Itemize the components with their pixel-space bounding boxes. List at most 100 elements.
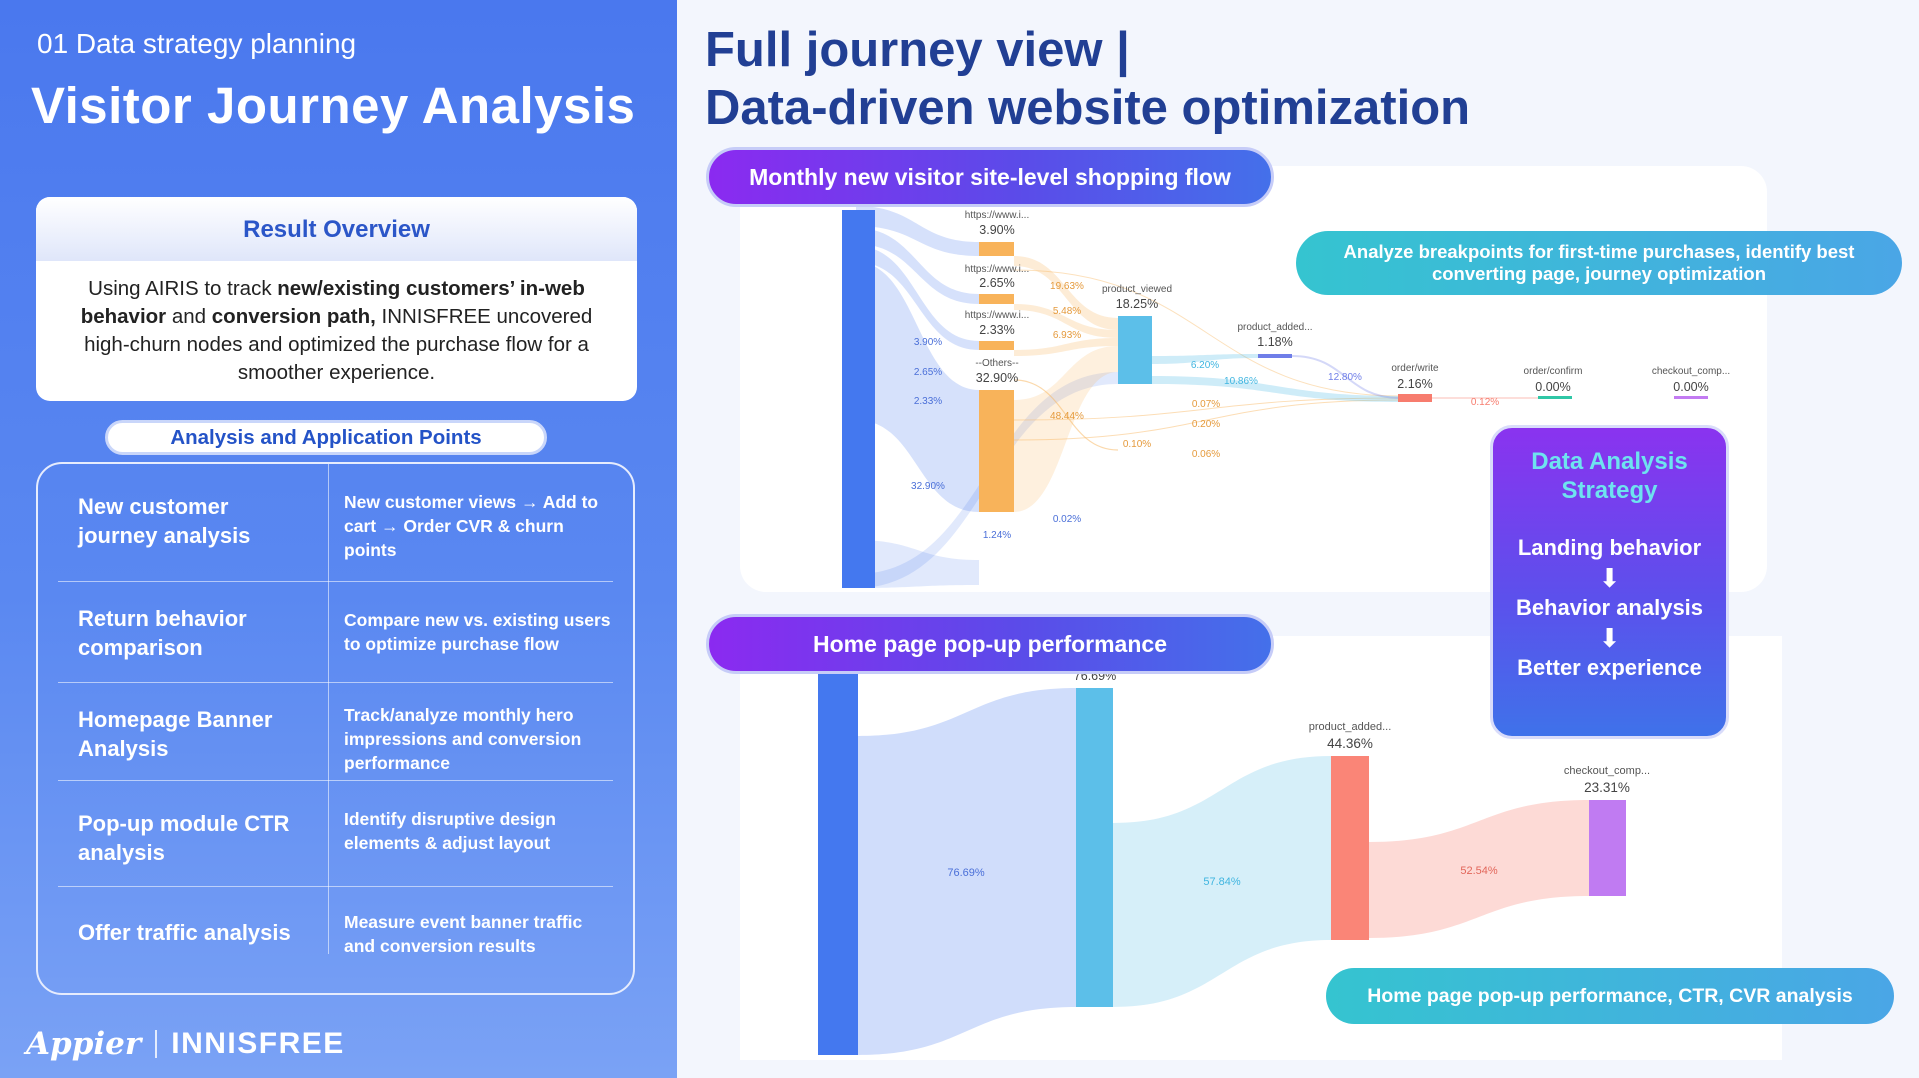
point-name: Pop-up module CTR analysis — [78, 811, 290, 865]
node-label: product_added... — [1309, 721, 1392, 733]
point-desc: Measure event banner traffic and convers… — [344, 912, 583, 956]
link-label: 32.90% — [911, 481, 945, 492]
point-desc: Identify disruptive design elements & ad… — [344, 809, 556, 853]
point-name: New customer journey analysis — [78, 494, 251, 548]
flow-band — [1014, 338, 1118, 356]
source-node — [842, 210, 875, 588]
flow-band — [856, 246, 979, 350]
node-label: https://www.i... — [965, 310, 1029, 321]
node-label: order/confirm — [1524, 366, 1583, 377]
link-label: 52.54% — [1460, 865, 1498, 877]
page-node — [979, 242, 1014, 256]
order-confirm-node — [1538, 396, 1572, 399]
node-label: https://www.i... — [965, 264, 1029, 275]
order-write-node — [1398, 394, 1432, 402]
flow-band — [856, 540, 979, 588]
node-label: order/write — [1391, 363, 1439, 374]
link-label: 6.93% — [1053, 330, 1081, 341]
points-heading: Analysis and Application Points — [105, 420, 547, 455]
result-text: and — [166, 305, 212, 328]
checkout-node — [1589, 800, 1626, 896]
result-overview-heading: Result Overview — [36, 197, 637, 261]
strategy-step: Better experience — [1517, 655, 1702, 680]
chart2-insight-pill: Home page pop-up performance, CTR, CVR a… — [1326, 968, 1894, 1024]
source-node — [818, 670, 858, 1055]
table-column-divider — [328, 464, 329, 954]
result-text-bold: new/existing customers’ in-web behavior — [80, 277, 585, 328]
node-value: 44.36% — [1327, 736, 1373, 751]
flow-band — [1014, 256, 1118, 330]
arrow-down-icon: ⬇ — [1598, 563, 1621, 593]
chart2-title-pill: Home page pop-up performance — [706, 614, 1274, 674]
node-label: https://www.i... — [965, 210, 1029, 221]
innisfree-logo: INNISFREE — [171, 1027, 345, 1060]
node-label: checkout_comp... — [1564, 765, 1650, 777]
page-node — [979, 390, 1014, 512]
page-node — [979, 294, 1014, 304]
row-divider — [58, 780, 613, 781]
point-desc: New customer views → Add to cart → Order… — [344, 492, 599, 560]
page-node — [979, 341, 1014, 350]
flow-line — [1013, 379, 1119, 451]
node-value: 0.00% — [1535, 380, 1570, 394]
flow-band — [856, 262, 979, 512]
node-value: 23.31% — [1584, 780, 1630, 795]
node-label: --Others-- — [975, 358, 1018, 369]
popup-node — [1076, 688, 1113, 1007]
strategy-step: Landing behavior — [1517, 535, 1702, 560]
link-label: 19.63% — [1050, 281, 1084, 292]
result-text: Using AIRIS to track — [88, 277, 278, 300]
strategy-title: Data Analysis Strategy — [1531, 448, 1688, 504]
node-value: 1.18% — [1257, 335, 1292, 349]
data-analysis-strategy-card: Data Analysis Strategy Landing behavior … — [1490, 425, 1729, 739]
link-label: 0.20% — [1192, 419, 1220, 430]
page-title: Visitor Journey Analysis — [31, 77, 636, 134]
arrow-down-icon: ⬇ — [1598, 623, 1621, 653]
flow-band — [858, 688, 1076, 1055]
logo-divider — [155, 1030, 158, 1058]
link-label: 76.69% — [947, 867, 985, 879]
product-added-node — [1258, 354, 1292, 358]
node-value: 2.16% — [1397, 377, 1432, 391]
point-desc: Compare new vs. existing users to optimi… — [344, 610, 611, 654]
node-value: 18.25% — [1116, 297, 1158, 311]
point-name: Return behavior comparison — [78, 606, 247, 660]
node-label: product_added... — [1237, 322, 1312, 333]
left-panel: 01 Data strategy planning Visitor Journe… — [0, 0, 677, 1078]
node-value: 2.33% — [979, 323, 1014, 337]
point-desc: Track/analyze monthly hero impressions a… — [344, 705, 582, 773]
link-label: 2.65% — [914, 367, 942, 378]
flow-band — [1014, 346, 1118, 512]
chart1-title-pill: Monthly new visitor site-level shopping … — [706, 147, 1274, 207]
row-divider — [58, 886, 613, 887]
point-name: Homepage Banner Analysis — [78, 707, 273, 761]
link-label: 3.90% — [914, 337, 942, 348]
flow-band — [856, 206, 979, 256]
link-label: 48.44% — [1050, 411, 1084, 422]
link-label: 0.12% — [1471, 397, 1499, 408]
link-label: 1.24% — [983, 530, 1011, 541]
node-value: 2.65% — [979, 276, 1014, 290]
flow-band — [1369, 800, 1589, 938]
product-added-node — [1331, 756, 1369, 940]
flow-band — [1152, 354, 1258, 364]
result-text: INNISFREE uncovered high-churn nodes and… — [84, 305, 593, 384]
flow-line — [1013, 399, 1401, 441]
right-title-line1: Full journey view | — [705, 23, 1130, 77]
points-table: New customer journey analysis New custom… — [36, 462, 635, 995]
flow-line — [1013, 397, 1401, 421]
row-divider — [58, 581, 613, 582]
link-label: 0.02% — [1053, 514, 1081, 525]
node-label: product_viewed — [1102, 284, 1172, 295]
node-value: 3.90% — [979, 223, 1014, 237]
link-label: 6.20% — [1191, 360, 1219, 371]
flow-band — [1152, 376, 1400, 402]
flow-band — [856, 228, 979, 304]
flow-band — [1014, 304, 1118, 338]
link-label: 2.33% — [914, 396, 942, 407]
link-label: 10.86% — [1224, 376, 1258, 387]
node-value: 0.00% — [1673, 380, 1708, 394]
link-label: 57.84% — [1203, 876, 1241, 888]
